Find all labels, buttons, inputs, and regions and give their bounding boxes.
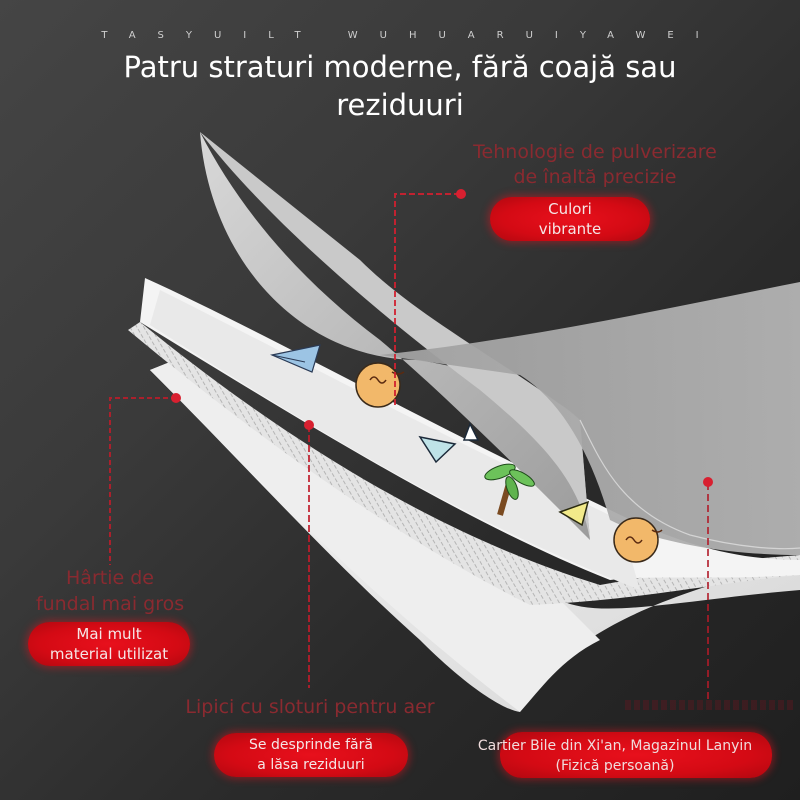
triangle-icon bbox=[418, 422, 480, 464]
callout-spray-label-line-2: de înaltă precizie bbox=[513, 166, 677, 188]
page-title: Patru straturi moderne, fără coajă sau r… bbox=[60, 48, 740, 124]
callout-glue-label-line-1: Lipici cu sloturi pentru aer bbox=[185, 696, 435, 718]
callout-store-line-1: Cartier Bile din Xi'an, Magazinul Lanyin bbox=[477, 738, 753, 754]
protective-film-top bbox=[200, 132, 590, 540]
callout-spray-pill: Culori vibrante bbox=[490, 197, 650, 241]
callout-spray-pill-line-1: Culori bbox=[548, 200, 592, 218]
callout-spray-label-line-1: Tehnologie de pulverizare bbox=[473, 141, 717, 163]
leader-dot-paper bbox=[171, 393, 181, 403]
orange-blob-icon bbox=[613, 517, 663, 563]
callout-glue-label: Lipici cu sloturi pentru aer bbox=[160, 694, 460, 720]
callout-store-text: Cartier Bile din Xi'an, Magazinul Lanyin… bbox=[445, 736, 785, 776]
callout-paper-pill-line-1: Mai mult bbox=[76, 625, 142, 643]
orange-blob-icon bbox=[355, 362, 405, 408]
printed-layer bbox=[140, 278, 800, 580]
callout-store-pill bbox=[500, 732, 772, 778]
callout-glue-pill-line-2: a lăsa reziduuri bbox=[257, 757, 365, 773]
paper-plane-icon bbox=[270, 344, 321, 373]
leader-line-spray bbox=[394, 193, 460, 408]
callout-glue-pill-line-1: Se desprinde fără bbox=[249, 737, 373, 753]
callout-glue-pill: Se desprinde fără a lăsa reziduuri bbox=[214, 733, 408, 777]
callout-spray-label: Tehnologie de pulverizare de înaltă prec… bbox=[450, 140, 740, 190]
protective-film-right bbox=[380, 282, 800, 555]
callout-paper-pill: Mai mult material utilizat bbox=[28, 622, 190, 666]
title-line-2: reziduuri bbox=[336, 88, 464, 122]
callout-spray-pill-line-2: vibrante bbox=[538, 220, 602, 238]
brand-letters: TASYUILT WUHUARUIYAWEI bbox=[101, 30, 721, 41]
callout-paper-label-line-1: Hârtie de bbox=[66, 567, 154, 589]
callout-store-line-2: (Fizică persoană) bbox=[555, 758, 675, 774]
title-line-1: Patru straturi moderne, fără coajă sau bbox=[123, 50, 677, 84]
leader-dot-store bbox=[703, 477, 713, 487]
palm-tree-icon bbox=[484, 463, 535, 516]
leader-dot-spray bbox=[456, 189, 466, 199]
callout-paper-pill-line-2: material utilizat bbox=[49, 645, 169, 663]
yellow-triangle-icon bbox=[558, 500, 590, 527]
callout-paper-label-line-2: fundal mai gros bbox=[35, 593, 185, 615]
callout-paper-label: Hârtie de fundal mai gros bbox=[10, 565, 210, 617]
leader-line-paper bbox=[109, 397, 176, 565]
faint-illegible-note bbox=[625, 700, 795, 710]
leader-dot-glue bbox=[304, 420, 314, 430]
